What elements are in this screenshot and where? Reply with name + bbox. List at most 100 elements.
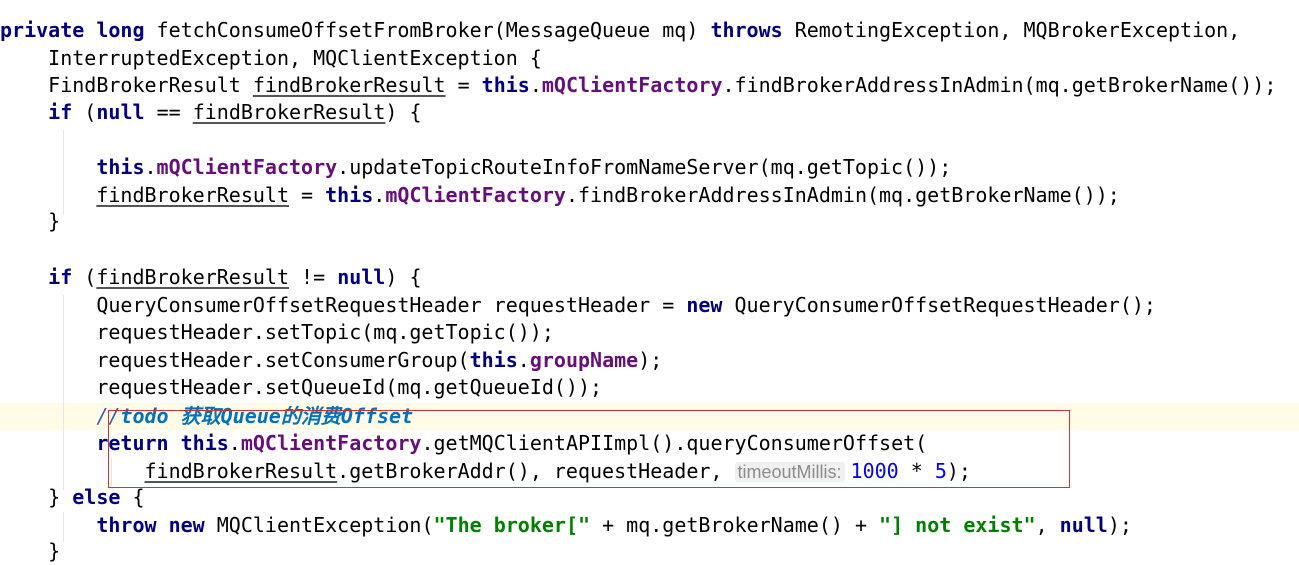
code-line-7[interactable]: findBrokerResult = this.mQClientFactory.…: [0, 182, 1299, 209]
code-line-11[interactable]: QueryConsumerOffsetRequestHeader request…: [0, 292, 1299, 319]
keyword: this: [469, 348, 518, 372]
code-text: .getMQClientAPIImpl().queryConsumerOffse…: [421, 431, 928, 455]
current-line-highlight: [0, 403, 1299, 430]
code-text: );: [946, 459, 971, 483]
keyword: null: [1059, 513, 1108, 537]
code-line-15[interactable]: //todo 获取Queue的消费Offset: [0, 403, 1299, 430]
code-line-16[interactable]: return this.mQClientFactory.getMQClientA…: [0, 430, 1299, 457]
method-signature: fetchConsumeOffsetFromBroker(MessageQueu…: [144, 18, 711, 42]
keyword: this: [96, 155, 145, 179]
code-text: .getBrokerAddr(), requestHeader,: [337, 459, 735, 483]
code-line-10[interactable]: if (findBrokerResult != null) {: [0, 264, 1299, 291]
field-mq-client-factory[interactable]: mQClientFactory: [156, 155, 338, 179]
field-mq-client-factory[interactable]: mQClientFactory: [240, 431, 422, 455]
code-text: [169, 431, 181, 455]
variable-find-broker-result[interactable]: findBrokerResult: [144, 459, 338, 483]
code-text: .: [517, 348, 530, 372]
indent-guide: [63, 295, 64, 490]
code-line-13[interactable]: requestHeader.setConsumerGroup(this.grou…: [0, 347, 1299, 374]
indent-guide: [111, 458, 112, 486]
code-line-17[interactable]: findBrokerResult.getBrokerAddr(), reques…: [0, 458, 1299, 485]
code-text: + mq.getBrokerName() +: [590, 513, 880, 537]
code-text: [0, 100, 48, 124]
code-line-8[interactable]: }: [0, 208, 1299, 235]
number-literal: 1000: [850, 459, 899, 483]
code-text: FindBrokerResult: [0, 73, 253, 97]
code-text: [0, 155, 96, 179]
code-text: requestHeader.setQueueId(mq.getQueueId()…: [0, 375, 603, 399]
code-text: QueryConsumerOffsetRequestHeader();: [722, 293, 1156, 317]
string-literal: "] not exist": [879, 513, 1036, 537]
code-text: }: [0, 485, 73, 509]
keyword: new: [168, 513, 205, 537]
keyword: else: [72, 485, 121, 509]
code-text: ==: [144, 100, 193, 124]
code-text: [0, 265, 48, 289]
comment-slashes: //: [96, 404, 121, 428]
variable-find-broker-result[interactable]: findBrokerResult: [252, 73, 446, 97]
code-text: !=: [289, 265, 338, 289]
code-text: ) {: [385, 265, 422, 289]
code-line-20[interactable]: }: [0, 538, 1299, 565]
keyword: private long: [0, 18, 145, 42]
keyword: return: [96, 431, 169, 455]
code-text: [0, 183, 96, 207]
code-text: (: [72, 100, 97, 124]
keyword: this: [325, 183, 374, 207]
code-text: requestHeader.setConsumerGroup(: [0, 348, 470, 372]
code-text: .findBrokerAddressInAdmin(mq.getBrokerNa…: [565, 183, 1120, 207]
variable-find-broker-result[interactable]: findBrokerResult: [96, 183, 289, 207]
field-mq-client-factory[interactable]: mQClientFactory: [385, 183, 566, 207]
number-literal: 5: [934, 459, 947, 483]
code-text: =: [288, 183, 326, 207]
indent-guide: [63, 512, 64, 542]
keyword: new: [686, 293, 723, 317]
keyword: throw: [96, 513, 157, 537]
code-text: [0, 431, 96, 455]
code-text: .: [529, 73, 542, 97]
field-group-name[interactable]: groupName: [529, 348, 639, 372]
keyword: null: [337, 265, 386, 289]
code-line-1[interactable]: private long fetchConsumeOffsetFromBroke…: [0, 17, 1299, 44]
field-mq-client-factory[interactable]: mQClientFactory: [541, 73, 723, 97]
code-text: [0, 459, 145, 483]
code-text: .: [144, 155, 157, 179]
indent-guide: [63, 130, 64, 215]
code-text: .: [373, 183, 386, 207]
code-line-18[interactable]: } else {: [0, 484, 1299, 511]
keyword: if: [48, 100, 73, 124]
code-text: requestHeader.setTopic(mq.getTopic());: [0, 320, 554, 344]
code-text: (: [72, 265, 97, 289]
keyword: this: [481, 73, 530, 97]
code-line-4[interactable]: if (null == findBrokerResult) {: [0, 99, 1299, 126]
code-line-2[interactable]: InterruptedException, MQClientException …: [0, 45, 1299, 72]
code-text: .updateTopicRouteInfoFromNameServer(mq.g…: [337, 155, 952, 179]
code-line-14[interactable]: requestHeader.setQueueId(mq.getQueueId()…: [0, 374, 1299, 401]
code-line-12[interactable]: requestHeader.setTopic(mq.getTopic());: [0, 319, 1299, 346]
code-text: ,: [1035, 513, 1060, 537]
variable-find-broker-result[interactable]: findBrokerResult: [96, 265, 290, 289]
code-text: .findBrokerAddressInAdmin(mq.getBrokerNa…: [722, 73, 1277, 97]
code-text: }: [0, 209, 61, 233]
code-text: [0, 404, 96, 428]
code-line-6[interactable]: this.mQClientFactory.updateTopicRouteInf…: [0, 154, 1299, 181]
code-text: QueryConsumerOffsetRequestHeader request…: [0, 293, 687, 317]
code-text: }: [0, 539, 61, 563]
code-text: =: [445, 73, 482, 97]
code-text: MQClientException(: [204, 513, 434, 537]
exception-list: RemotingException, MQBrokerException,: [782, 18, 1241, 42]
code-text: *: [898, 459, 935, 483]
code-line-19[interactable]: throw new MQClientException("The broker[…: [0, 512, 1299, 539]
keyword: throws: [710, 18, 783, 42]
code-text: ) {: [385, 100, 422, 124]
variable-find-broker-result[interactable]: findBrokerResult: [192, 100, 386, 124]
keyword: if: [48, 265, 73, 289]
keyword: null: [96, 100, 145, 124]
code-text: );: [638, 348, 663, 372]
string-literal: "The broker[": [433, 513, 591, 537]
code-text: InterruptedException, MQClientException …: [0, 46, 542, 70]
code-line-3[interactable]: FindBrokerResult findBrokerResult = this…: [0, 72, 1299, 99]
code-text: .: [228, 431, 241, 455]
code-text: );: [1107, 513, 1132, 537]
